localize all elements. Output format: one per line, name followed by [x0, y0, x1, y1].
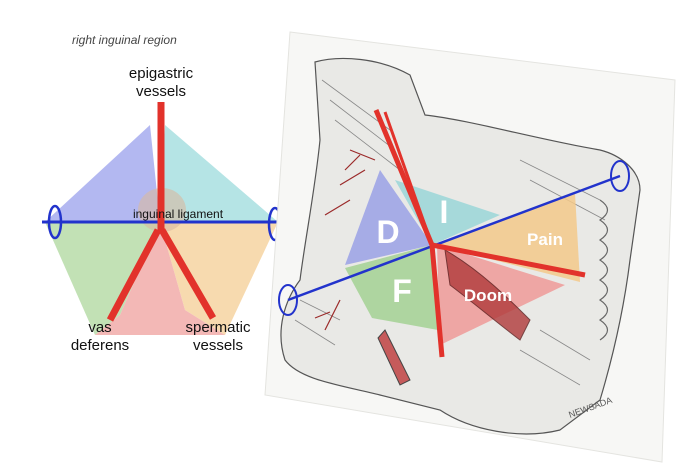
schematic-panel: right inguinal region epigastric vessels… [42, 33, 283, 354]
zone-femoral [345, 245, 438, 330]
illustration-spermatic-vessel [431, 242, 586, 278]
illustration-ligament-left-end-icon [278, 284, 298, 316]
zone-pain [435, 193, 580, 282]
zone-doom-label: Doom [464, 286, 512, 305]
zone-direct [345, 170, 432, 265]
spermatic-label-2: vessels [193, 337, 243, 354]
illustration-vas-vessel [429, 244, 445, 358]
vas-label-2: deferens [71, 337, 129, 354]
iliac-vessel-sketch [444, 249, 531, 341]
epigastric-label-2: vessels [136, 83, 186, 100]
epigastric-label-1: epigastric [129, 65, 194, 82]
bowel-loops-sketch [598, 199, 609, 341]
inguinal-ligament-label: inguinal ligament [133, 207, 224, 221]
schematic-title: right inguinal region [72, 33, 177, 47]
illustration-ligament-line [287, 174, 621, 302]
illustration-panel: D I F Pain Doom NEWSADA [264, 31, 676, 463]
ligament-left-end-icon [47, 204, 63, 240]
illustration-ligament-right-end-icon [610, 160, 630, 192]
zone-indirect [395, 180, 500, 245]
pain-quadrant [160, 222, 278, 335]
illustration-epigastric-vessel-2 [383, 111, 434, 246]
zone-indirect-label: I [440, 194, 449, 230]
branch-vessels-sketch [314, 149, 376, 331]
zone-pain-label: Pain [527, 230, 563, 249]
vas-deferens-vessel [106, 228, 162, 322]
vas-label-1: vas [88, 319, 111, 336]
indirect-quadrant [160, 125, 278, 222]
zone-direct-label: D [376, 214, 399, 250]
direct-quadrant [45, 125, 160, 222]
cord-vessel-sketch [377, 329, 411, 386]
zone-femoral-label: F [392, 273, 412, 309]
spermatic-vessel [158, 228, 217, 320]
doom-quadrant [95, 222, 225, 335]
spermatic-label-1: spermatic [185, 319, 251, 336]
femoral-quadrant [45, 222, 160, 335]
